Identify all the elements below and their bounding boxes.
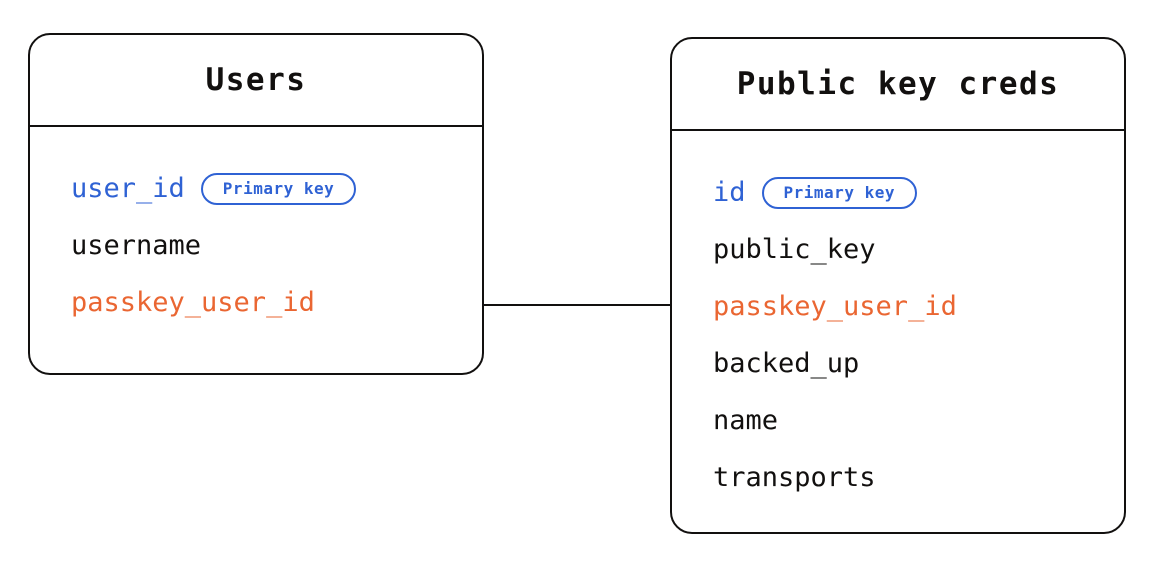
field-name-transports: transports [713, 462, 876, 493]
entity-public-key-creds-header: Public key creds [672, 39, 1124, 131]
entity-users[interactable]: Users user_id Primary key username passk… [28, 33, 484, 375]
field-row[interactable]: passkey_user_id [672, 278, 1124, 335]
field-row[interactable]: username [30, 217, 482, 274]
field-row[interactable]: transports [672, 449, 1124, 506]
field-name-id: id [713, 177, 746, 208]
relationship-connector-users-to-public-key-creds [484, 304, 671, 306]
field-name-username: username [71, 230, 202, 261]
entity-public-key-creds[interactable]: Public key creds id Primary key public_k… [670, 37, 1126, 534]
field-row[interactable]: public_key [672, 221, 1124, 278]
entity-public-key-creds-title: Public key creds [736, 66, 1060, 102]
field-name-passkey-user-id: passkey_user_id [713, 291, 957, 322]
field-name-name: name [713, 405, 779, 436]
entity-users-header: Users [30, 35, 482, 127]
field-name-backed-up: backed_up [713, 348, 860, 379]
field-row[interactable]: backed_up [672, 335, 1124, 392]
field-name-public-key: public_key [713, 234, 876, 265]
entity-users-fields: user_id Primary key username passkey_use… [30, 127, 482, 331]
field-row[interactable]: passkey_user_id [30, 274, 482, 331]
entity-users-title: Users [205, 62, 307, 98]
primary-key-badge: Primary key [761, 176, 917, 209]
primary-key-badge: Primary key [200, 172, 357, 205]
field-row[interactable]: id Primary key [672, 164, 1124, 221]
field-row[interactable]: name [672, 392, 1124, 449]
field-name-user-id: user_id [71, 173, 185, 204]
field-name-passkey-user-id: passkey_user_id [71, 287, 315, 318]
field-row[interactable]: user_id Primary key [30, 160, 482, 217]
entity-public-key-creds-fields: id Primary key public_key passkey_user_i… [672, 131, 1124, 506]
